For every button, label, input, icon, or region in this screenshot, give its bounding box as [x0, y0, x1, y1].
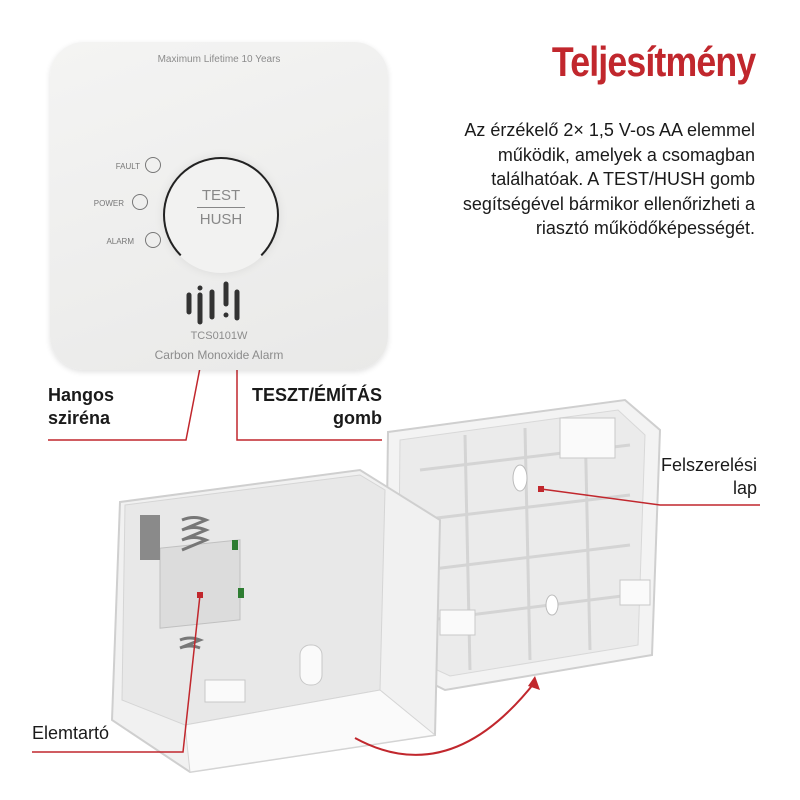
rotate-arrow	[354, 681, 536, 756]
callout-mount-plate: Felszerelési lap	[661, 454, 757, 500]
callout-test-line1: TESZT/ÉMÍTÁS	[252, 385, 382, 405]
base-unit	[110, 468, 442, 774]
callout-battery-holder: Elemtartó	[32, 723, 110, 743]
callout-mount-line1: Felszerelési	[660, 455, 757, 475]
button-label-hush: HUSH	[199, 211, 243, 228]
power-led-icon	[132, 194, 148, 210]
mounting-plate	[383, 398, 662, 692]
callout-mount-line2: lap	[732, 478, 757, 498]
speaker-grille-icon	[186, 281, 240, 325]
led-label-fault: FAULT	[115, 162, 140, 171]
co-alarm-front: Maximum Lifetime 10 Years FAULT POWER AL…	[50, 42, 388, 370]
callout-test-line2: gomb	[333, 408, 382, 428]
button-label-test: TEST	[201, 187, 241, 204]
model-number: TCS0101W	[190, 330, 248, 342]
led-label-alarm: ALARM	[106, 237, 134, 246]
product-name: Carbon Monoxide Alarm	[154, 348, 284, 362]
led-label-power: POWER	[93, 199, 124, 208]
page-title: Teljesítmény	[551, 38, 756, 85]
fault-led-icon	[145, 157, 161, 173]
lifetime-text: Maximum Lifetime 10 Years	[157, 54, 281, 65]
description: Az érzékelő 2× 1,5 V-os AA elemmel működ…	[462, 120, 755, 238]
callout-siren-line2: sziréna	[48, 408, 111, 428]
callout-siren: Hangos sziréna	[48, 384, 114, 430]
callout-siren-line1: Hangos	[48, 385, 115, 405]
test-hush-button[interactable]: TEST HUSH	[163, 157, 279, 273]
callout-test-button: TESZT/ÉMÍTÁS gomb	[252, 384, 382, 430]
alarm-led-icon	[145, 232, 161, 248]
